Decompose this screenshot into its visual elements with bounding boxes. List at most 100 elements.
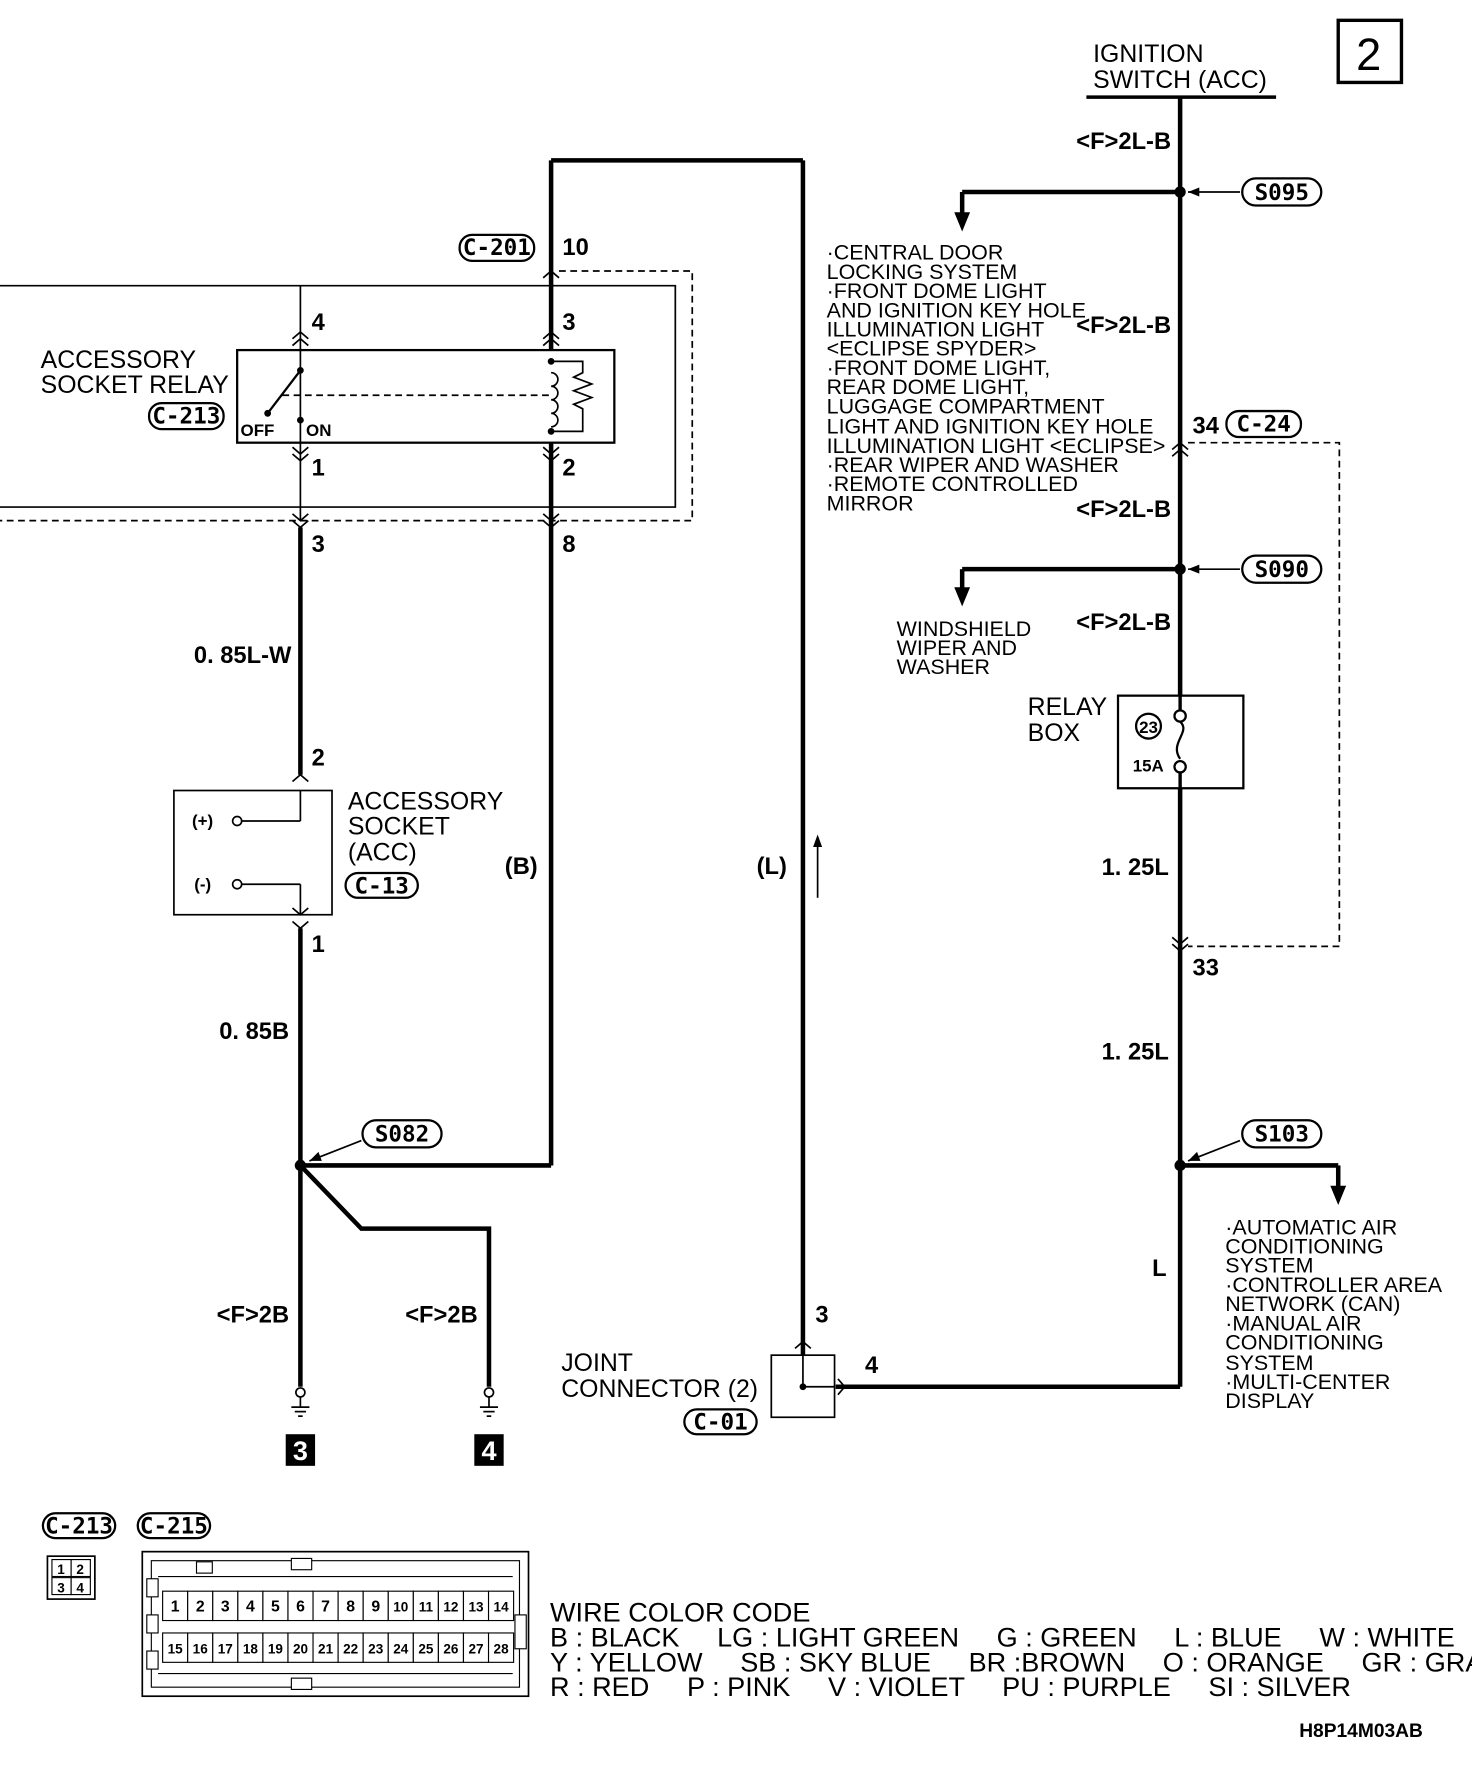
arrow-down-icon <box>954 212 971 232</box>
splice-label-s095: S095 <box>1255 180 1309 206</box>
connector-mark-4 <box>291 330 309 347</box>
wire-label-f2b-1: <F>2B <box>217 1302 289 1328</box>
c215-pin-25: 25 <box>418 1641 434 1656</box>
systems-wiper-1: WIPER AND <box>897 636 1017 660</box>
wire-label-f2lb-3: <F>2L-B <box>1076 497 1171 523</box>
c215-pin-cell <box>387 1590 414 1622</box>
c215-pin-cell <box>462 1632 490 1663</box>
c215-pin-cell <box>412 1590 439 1622</box>
connector-tag-c24 <box>1225 409 1303 439</box>
fuse-terminal-top <box>1173 709 1187 723</box>
connector-tag-c213 <box>147 402 225 431</box>
connector-mark-socket-2 <box>291 773 309 783</box>
c215-pin-6: 6 <box>296 1599 305 1616</box>
connector-mark-8 <box>542 513 560 529</box>
relay-switch-arm <box>266 369 302 415</box>
splice-tag-s082 <box>361 1119 443 1149</box>
c215-pin-27: 27 <box>468 1641 483 1656</box>
connector-label-c201: C-201 <box>463 235 531 261</box>
c215-pin-20: 20 <box>293 1641 308 1656</box>
connector-label-c213: C-213 <box>152 403 220 429</box>
c215-pin-16: 16 <box>193 1641 209 1656</box>
connector-mark-10 <box>542 269 560 279</box>
wire-label-l-paren: (L) <box>757 854 787 880</box>
pin-8: 8 <box>562 532 575 558</box>
socket-label-2: SOCKET <box>348 814 450 841</box>
ignition-switch-label-1: IGNITION <box>1093 41 1203 68</box>
splice-tag-s095 <box>1241 177 1323 207</box>
c215-pin-cell <box>487 1590 515 1622</box>
c215-pin-cell <box>287 1590 314 1622</box>
color-code-row-3: R : RED P : PINK V : VIOLET PU : PURPLE … <box>550 1671 1351 1702</box>
systems-top-1: LOCKING SYSTEM <box>827 260 1018 284</box>
connector-mark-joint-4 <box>837 1378 846 1396</box>
socket-minus-label: (-) <box>194 875 211 894</box>
socket-plus-label: (+) <box>192 812 213 831</box>
pin-relay-3: 3 <box>562 310 575 336</box>
pin-joint-4: 4 <box>865 1353 879 1379</box>
c215-pin-28: 28 <box>494 1641 510 1656</box>
c215-pin-cell <box>237 1632 264 1663</box>
ground-4-symbol <box>479 1387 499 1417</box>
c215-pin-3: 3 <box>221 1599 230 1616</box>
c215-pin-2: 2 <box>196 1599 205 1616</box>
systems-bottom-8: ·MULTI-CENTER <box>1225 1370 1390 1394</box>
c215-pin-4: 4 <box>246 1599 255 1616</box>
c215-pin-14: 14 <box>494 1600 510 1615</box>
systems-top-10: ILLUMINATION LIGHT <ECLIPSE> <box>827 434 1166 458</box>
ground-3-label: 3 <box>293 1435 308 1466</box>
c215-pin-22: 22 <box>343 1641 358 1656</box>
relay-off-label: OFF <box>241 421 275 440</box>
c213-pin-4: 4 <box>76 1580 84 1595</box>
c215-pin-13: 13 <box>468 1600 484 1615</box>
wire-label-125l-1: 1. 25L <box>1102 855 1169 881</box>
c215-pin-cell <box>237 1590 264 1622</box>
connector-label-c01: C-01 <box>693 1410 747 1436</box>
connector-label-c215-legend: C-215 <box>140 1514 208 1540</box>
c215-pin-15: 15 <box>168 1641 184 1656</box>
connector-mark-1 <box>291 446 309 462</box>
fuse-number-circle <box>1134 712 1163 740</box>
connector-tag-c215-legend <box>136 1512 212 1540</box>
c215-pin-cell <box>337 1590 364 1622</box>
relay-box-label-1: RELAY <box>1028 694 1108 721</box>
connector-label-c213-legend: C-213 <box>45 1514 113 1540</box>
c213-pin-2: 2 <box>76 1562 84 1577</box>
pin-socket-1: 1 <box>312 932 325 958</box>
ground-4-label: 4 <box>481 1435 496 1466</box>
ignition-switch-label-2: SWITCH (ACC) <box>1093 67 1267 94</box>
color-code-title: WIRE COLOR CODE <box>550 1597 810 1628</box>
connector-label-c13: C-13 <box>355 873 409 899</box>
c215-pin-cell <box>162 1632 189 1663</box>
relay-on-label: ON <box>306 421 331 440</box>
c215-pin-cell <box>487 1632 515 1663</box>
systems-bottom-7: SYSTEM <box>1225 1351 1313 1375</box>
c215-pin-cell <box>462 1590 490 1622</box>
wire-label-f2b-2: <F>2B <box>405 1302 477 1328</box>
systems-top-list: ·CENTRAL DOOR LOCKING SYSTEM ·FRONT DOME… <box>827 241 1166 516</box>
c215-pin-24: 24 <box>393 1641 409 1656</box>
accessory-socket <box>173 789 333 916</box>
c215-pin-1: 1 <box>171 1599 180 1616</box>
connector-mark-33 <box>1171 936 1189 952</box>
c215-pin-cell <box>262 1632 289 1663</box>
c215-pin-cell <box>187 1632 214 1663</box>
c215-pin-7: 7 <box>321 1599 330 1616</box>
systems-wiper-0: WINDSHIELD <box>897 617 1032 641</box>
splice-label-s082: S082 <box>375 1122 429 1148</box>
systems-top-2: ·FRONT DOME LIGHT <box>827 279 1047 303</box>
systems-top-9: LIGHT AND IGNITION KEY HOLE <box>827 415 1154 439</box>
connector-tag-c213-legend <box>41 1512 117 1540</box>
pointer-arrow-icon <box>1188 1151 1201 1161</box>
c215-pin-cell <box>212 1632 239 1663</box>
page-number: 2 <box>1356 29 1381 80</box>
diagram-code: H8P14M03AB <box>1299 1721 1423 1742</box>
c215-pin-5: 5 <box>271 1599 280 1616</box>
c215-pin-cell <box>387 1632 414 1663</box>
relay-label-1: ACCESSORY <box>41 347 197 374</box>
ground-4-badge <box>474 1434 504 1466</box>
c215-pin-cell <box>212 1590 239 1622</box>
relay-label-2: SOCKET RELAY <box>41 372 230 399</box>
c213-pin-3: 3 <box>57 1580 65 1595</box>
systems-top-12: ·REMOTE CONTROLLED <box>827 472 1078 496</box>
